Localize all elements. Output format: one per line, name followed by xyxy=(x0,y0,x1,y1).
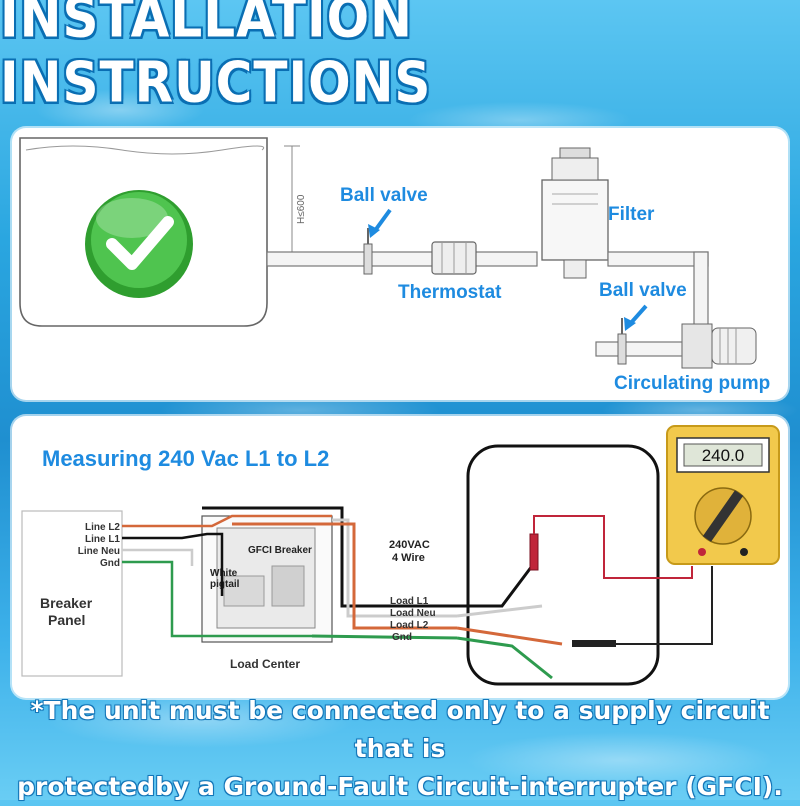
gnd-left-label: Gnd xyxy=(100,558,120,569)
gfci-warning-note: *The unit must be connected only to a su… xyxy=(10,696,790,801)
page-title: INSTALLATION INSTRUCTIONS xyxy=(0,0,432,115)
pool-outline xyxy=(19,137,268,327)
multimeter: 240.0 xyxy=(666,425,780,565)
white-pigtail-label-2: pigtail xyxy=(210,579,240,590)
white-pigtail-label-1: White xyxy=(210,568,238,579)
breaker-panel xyxy=(21,510,123,677)
ball-valve-1 xyxy=(363,243,373,275)
filter-unit xyxy=(541,147,609,279)
black-probe-lead xyxy=(616,566,713,645)
load-l1-label: Load L1 xyxy=(390,596,429,607)
black-probe xyxy=(572,640,616,647)
line-l1-label: Line L1 xyxy=(85,534,120,545)
breaker-panel-label-1: Breaker xyxy=(40,595,93,611)
pump-pipe xyxy=(595,341,683,357)
wire-line-l2 xyxy=(122,514,332,528)
wire-load-neu xyxy=(332,518,457,618)
plumbing-diagram-panel: H≤600 xyxy=(12,128,788,400)
junction-box xyxy=(466,444,660,686)
load-center-label: Load Center xyxy=(230,657,300,671)
thermostat-label: Thermostat xyxy=(398,282,502,303)
filter-label: Filter xyxy=(608,204,655,225)
wiring-diagram: Measuring 240 Vac L1 to L2 Breaker Panel… xyxy=(21,425,780,686)
wire-line-neu xyxy=(122,548,194,566)
main-pipe xyxy=(266,251,538,267)
gfci-warning-line-1: *The unit must be connected only to a su… xyxy=(30,696,770,763)
height-label: H≤600 xyxy=(296,194,307,224)
breaker-panel-label-2: Panel xyxy=(48,612,85,628)
checkmark-icon xyxy=(85,190,193,298)
load-neu-label: Load Neu xyxy=(390,608,436,619)
red-probe-lead xyxy=(533,515,693,579)
supply-voltage-label: 240VAC xyxy=(389,539,430,551)
gnd-right-label: Gnd xyxy=(392,632,412,643)
return-pipe xyxy=(607,251,709,267)
ball-valve-2 xyxy=(617,333,627,365)
ball-valve-2-label: Ball valve xyxy=(599,280,687,301)
wire-line-l1 xyxy=(122,532,224,596)
wire-load-l2 xyxy=(232,522,457,630)
arrow-icon xyxy=(628,304,648,326)
ball-valve-1-label: Ball valve xyxy=(340,185,428,206)
wire-gnd-out xyxy=(311,634,458,640)
pump-unit xyxy=(681,323,757,369)
water-line xyxy=(25,145,265,155)
line-neu-label: Line Neu xyxy=(78,546,120,557)
load-l2-label: Load L2 xyxy=(390,620,429,631)
circulating-pump-label: Circulating pump xyxy=(614,373,770,394)
line-l2-label: Line L2 xyxy=(85,522,120,533)
plumbing-diagram: H≤600 xyxy=(19,137,770,394)
wiring-title: Measuring 240 Vac L1 to L2 xyxy=(42,446,329,471)
wire-gnd-in xyxy=(122,560,312,638)
meter-reading: 240.0 xyxy=(702,446,745,465)
wire-load-l1 xyxy=(202,506,457,608)
gfci-breaker-label: GFCI Breaker xyxy=(248,545,312,556)
wiring-diagram-panel: Measuring 240 Vac L1 to L2 Breaker Panel… xyxy=(12,416,788,698)
supply-wire-label: 4 Wire xyxy=(392,552,425,564)
gfci-warning-line-2: protectedby a Ground-Fault Circuit-inter… xyxy=(17,772,783,801)
red-probe xyxy=(529,533,539,571)
